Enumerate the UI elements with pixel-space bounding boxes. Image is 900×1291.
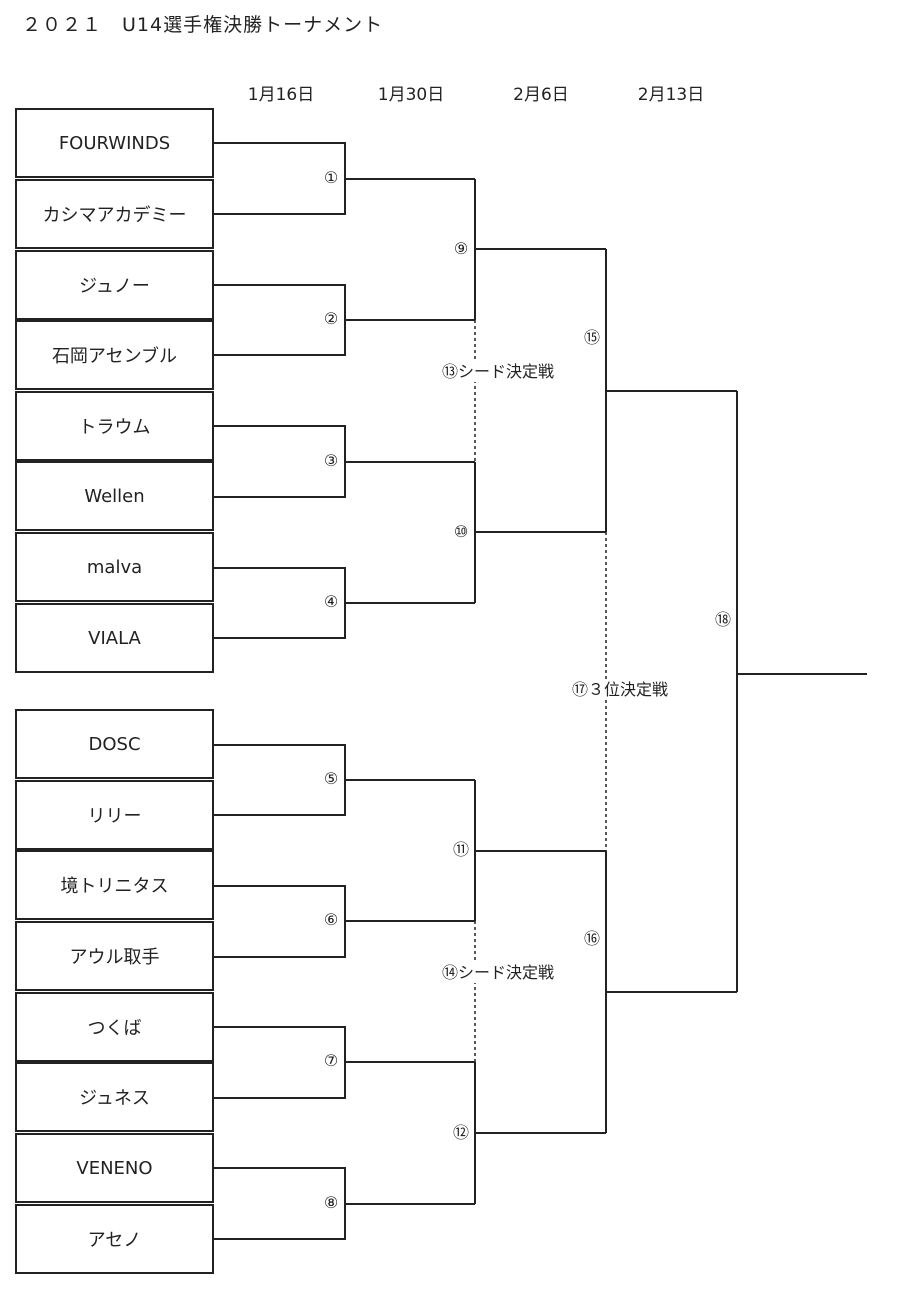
match-label-17-third-place: ⑰３位決定戦	[570, 680, 671, 700]
team-dosc: DOSC	[15, 709, 214, 779]
bracket-m5	[214, 744, 475, 816]
bracket-m4	[214, 567, 475, 639]
round3-date: 2月6日	[513, 85, 569, 105]
match-label-12: ⑫	[451, 1123, 471, 1142]
bracket-m11	[474, 780, 606, 921]
team-ishioka-assemble: 石岡アセンブル	[15, 320, 214, 390]
bracket-m9	[474, 179, 606, 320]
final-date: 2月13日	[637, 85, 705, 105]
match-label-11: ⑪	[451, 840, 471, 859]
match-label-4: ④	[322, 592, 340, 611]
team-kashima-academy: カシマアカデミー	[15, 179, 214, 249]
bracket-m6	[214, 885, 475, 958]
bracket-m10	[474, 462, 606, 603]
team-tsukuba: つくば	[15, 992, 214, 1062]
bracket-m8	[214, 1167, 475, 1240]
bracket-m16	[605, 851, 737, 1133]
match-label-5: ⑤	[322, 769, 340, 788]
bracket-m1	[214, 142, 475, 215]
page-title: ２０２１ U14選手権決勝トーナメント	[22, 14, 384, 36]
team-veneno: VENENO	[15, 1133, 214, 1203]
team-juno: ジュノー	[15, 250, 214, 320]
team-jeunesse: ジュネス	[15, 1062, 214, 1132]
bracket-m12	[474, 1062, 606, 1204]
team-traum: トラウム	[15, 391, 214, 461]
match-label-7: ⑦	[322, 1051, 340, 1070]
team-aseno: アセノ	[15, 1204, 214, 1274]
team-lily: リリー	[15, 780, 214, 850]
match-label-2: ②	[322, 309, 340, 328]
bracket-m15	[605, 249, 737, 532]
match-label-10: ⑩	[452, 522, 470, 541]
match-label-15: ⑮	[582, 328, 602, 347]
match-label-3: ③	[322, 451, 340, 470]
team-wellen: Wellen	[15, 461, 214, 531]
bracket-m7	[214, 1026, 475, 1099]
team-fourwinds: FOURWINDS	[15, 108, 214, 178]
bracket-m18	[736, 391, 867, 992]
team-viala: VIALA	[15, 603, 214, 673]
team-owl-toride: アウル取手	[15, 921, 214, 991]
match-label-14-seed-decider: ⑭シード決定戦	[440, 963, 557, 983]
round1-date: 1月16日	[247, 85, 315, 105]
round2-date: 1月30日	[377, 85, 445, 105]
team-malva: malva	[15, 532, 214, 602]
team-sakai-trinitas: 境トリニタス	[15, 850, 214, 920]
match-label-18: ⑱	[713, 610, 733, 629]
bracket-m2	[214, 284, 475, 356]
match-label-6: ⑥	[322, 910, 340, 929]
match-label-1: ①	[322, 168, 340, 187]
bracket-m3	[214, 425, 475, 498]
match-label-13-seed-decider: ⑬シード決定戦	[440, 362, 557, 382]
match-label-8: ⑧	[322, 1193, 340, 1212]
match-label-9: ⑨	[452, 239, 470, 258]
match-label-16: ⑯	[582, 929, 602, 948]
